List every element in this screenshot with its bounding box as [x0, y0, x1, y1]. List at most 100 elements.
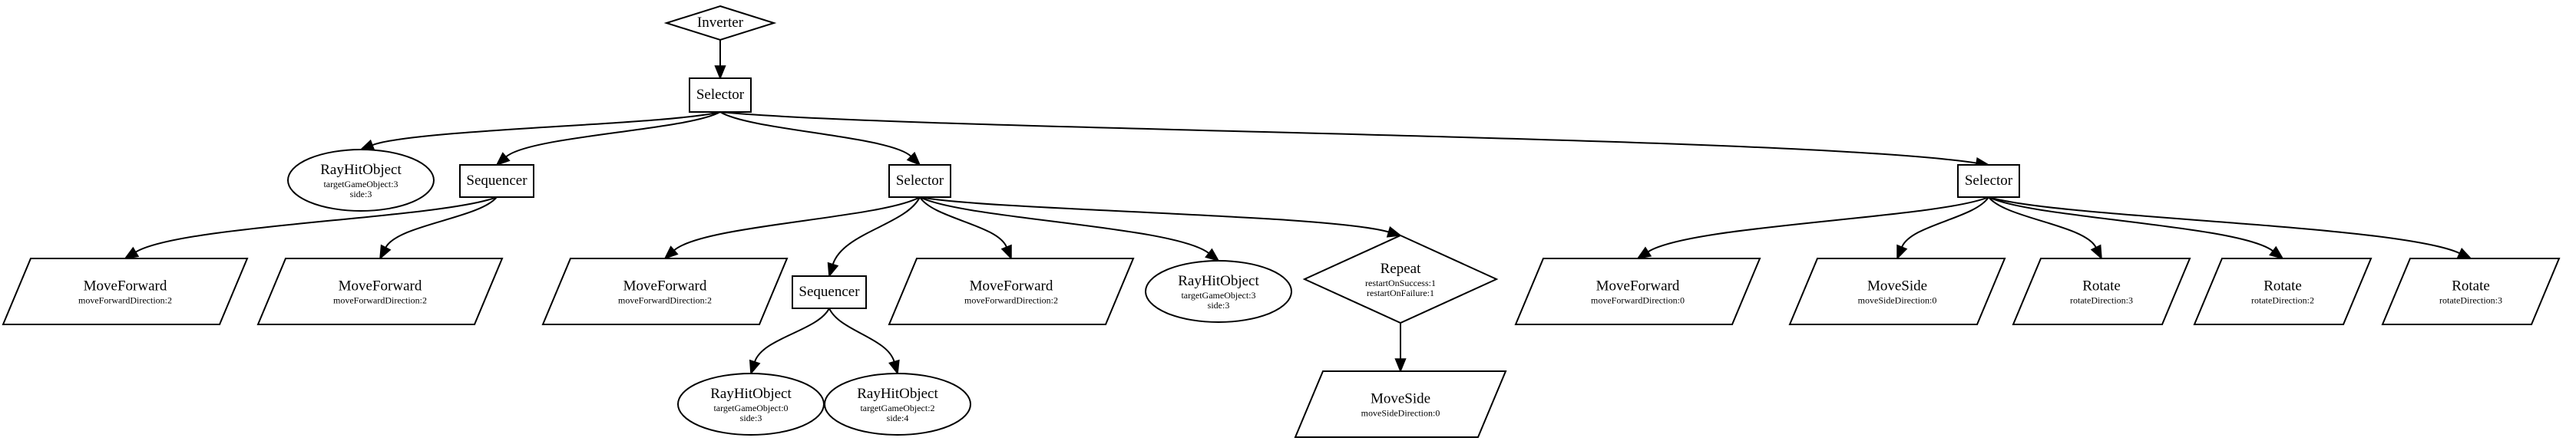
edge-selector_right-to-rotate_2 — [1988, 196, 2273, 252]
node-label-moveside_1: MoveSide — [1867, 278, 1927, 295]
node-param-rotate_2-0: rotateDirection:2 — [2251, 295, 2314, 306]
edge-selector_right-to-rotate_3 — [1988, 196, 2460, 255]
node-shape-rotate_3 — [2381, 258, 2561, 325]
node-param-rotate_3-0: rotateDirection:3 — [2439, 295, 2502, 306]
edge-selector_mid-to-sequencer_mid — [832, 196, 921, 265]
node-shape-mf_3 — [541, 258, 789, 325]
edge-selector_mid-to-rayhit_mid — [919, 196, 1210, 254]
node-label-rayhit_top: RayHitObject — [320, 162, 402, 178]
node-shape-repeat — [1302, 234, 1499, 324]
edge-selector_right-to-moveside_1 — [1901, 196, 1989, 248]
node-sequencer_left[interactable]: Sequencer — [459, 164, 534, 198]
edge-sequencer_mid-to-rayhit_b2 — [828, 308, 895, 362]
node-sequencer_mid[interactable]: Sequencer — [792, 275, 867, 309]
node-label-repeat: Repeat — [1381, 261, 1421, 277]
edge-selector_mid-to-repeat — [919, 196, 1389, 233]
arrowhead-selector_root-to-selector_mid — [906, 151, 921, 166]
arrowhead-sequencer_mid-to-rayhit_b2 — [888, 359, 900, 375]
node-param-mf_1-0: moveForwardDirection:2 — [78, 295, 172, 306]
node-label-mf_4: MoveForward — [970, 278, 1053, 295]
node-label-mf_3: MoveForward — [623, 278, 707, 295]
node-param-moveside_1-0: moveSideDirection:0 — [1858, 295, 1937, 306]
node-param-moveside_2-0: moveSideDirection:0 — [1361, 408, 1440, 419]
node-param-rayhit_top-0: targetGameObject:3 — [323, 179, 398, 189]
node-param-rayhit_mid-0: targetGameObject:3 — [1181, 290, 1255, 301]
node-shape-sequencer_left — [459, 164, 534, 198]
node-repeat[interactable]: RepeatrestartOnSuccess:1restartOnFailure… — [1302, 234, 1499, 324]
node-param-rayhit_b1-0: targetGameObject:0 — [713, 403, 788, 413]
arrowhead-sequencer_mid-to-rayhit_b1 — [749, 359, 761, 375]
edge-selector_right-to-mf_5 — [1647, 196, 1989, 253]
node-shape-sequencer_mid — [792, 275, 867, 309]
node-label-sequencer_mid: Sequencer — [799, 284, 860, 300]
edge-selector_root-to-selector_mid — [719, 111, 912, 157]
node-label-selector_mid: Selector — [896, 173, 944, 189]
edge-sequencer_left-to-mf_1 — [135, 196, 498, 253]
edges-layer — [124, 40, 2472, 375]
node-param-mf_3-0: moveForwardDirection:2 — [618, 295, 712, 306]
node-label-mf_1: MoveForward — [84, 278, 167, 295]
node-selector_mid[interactable]: Selector — [888, 164, 951, 198]
node-shape-mf_5 — [1514, 258, 1761, 325]
node-label-rotate_2: Rotate — [2264, 278, 2302, 295]
arrowhead-sequencer_left-to-mf_1 — [124, 246, 140, 260]
arrowhead-repeat-to-moveside_2 — [1394, 358, 1407, 373]
edge-selector_mid-to-mf_3 — [673, 196, 921, 252]
node-shape-moveside_1 — [1788, 258, 2006, 325]
arrowhead-selector_mid-to-mf_4 — [1000, 244, 1012, 260]
edge-selector_mid-to-mf_4 — [919, 196, 1007, 248]
node-selector_right[interactable]: Selector — [1957, 164, 2020, 198]
node-label-rotate_1: Rotate — [2082, 278, 2121, 295]
arrowhead-selector_right-to-rotate_2 — [2269, 245, 2284, 260]
node-label-moveside_2: MoveSide — [1371, 391, 1430, 407]
edge-selector_root-to-selector_right — [719, 111, 1977, 164]
node-shape-selector_mid — [888, 164, 951, 198]
node-param-rayhit_mid-1: side:3 — [1208, 300, 1230, 311]
node-param-rayhit_top-1: side:3 — [350, 189, 372, 199]
node-label-rayhit_mid: RayHitObject — [1178, 273, 1259, 289]
node-shape-mf_1 — [2, 258, 249, 325]
node-inverter[interactable]: Inverter — [663, 5, 777, 41]
edge-sequencer_left-to-mf_2 — [385, 196, 498, 248]
node-label-sequencer_left: Sequencer — [466, 173, 527, 189]
nodes-layer: InverterSelectorRayHitObjecttargetGameOb… — [2, 5, 2561, 438]
node-param-rayhit_b2-0: targetGameObject:2 — [860, 403, 934, 413]
arrowhead-selector_mid-to-mf_3 — [663, 245, 679, 260]
arrowhead-selector_mid-to-repeat — [1386, 225, 1402, 238]
node-param-mf_5-0: moveForwardDirection:0 — [1591, 295, 1685, 306]
arrowhead-selector_right-to-mf_5 — [1636, 246, 1652, 260]
edge-selector_root-to-sequencer_left — [505, 111, 721, 158]
node-shape-moveside_2 — [1294, 370, 1507, 438]
arrowhead-selector_right-to-moveside_1 — [1896, 244, 1908, 260]
node-label-mf_2: MoveForward — [339, 278, 422, 295]
node-selector_root[interactable]: Selector — [689, 77, 752, 113]
arrowhead-selector_right-to-rotate_1 — [2090, 244, 2102, 260]
node-param-repeat-1: restartOnFailure:1 — [1367, 288, 1434, 298]
node-label-mf_5: MoveForward — [1596, 278, 1680, 295]
arrowhead-selector_mid-to-sequencer_mid — [827, 262, 839, 278]
node-param-mf_2-0: moveForwardDirection:2 — [333, 295, 427, 306]
arrowhead-selector_mid-to-rayhit_mid — [1205, 248, 1220, 262]
node-shape-mf_4 — [888, 258, 1135, 325]
node-label-inverter: Inverter — [697, 15, 744, 31]
node-label-rayhit_b1: RayHitObject — [710, 386, 792, 402]
node-label-rotate_3: Rotate — [2452, 278, 2490, 295]
node-param-mf_4-0: moveForwardDirection:2 — [964, 295, 1058, 306]
edge-sequencer_mid-to-rayhit_b1 — [754, 308, 830, 363]
arrowhead-selector_root-to-sequencer_left — [495, 152, 511, 166]
edge-selector_root-to-rayhit_top — [372, 111, 721, 146]
